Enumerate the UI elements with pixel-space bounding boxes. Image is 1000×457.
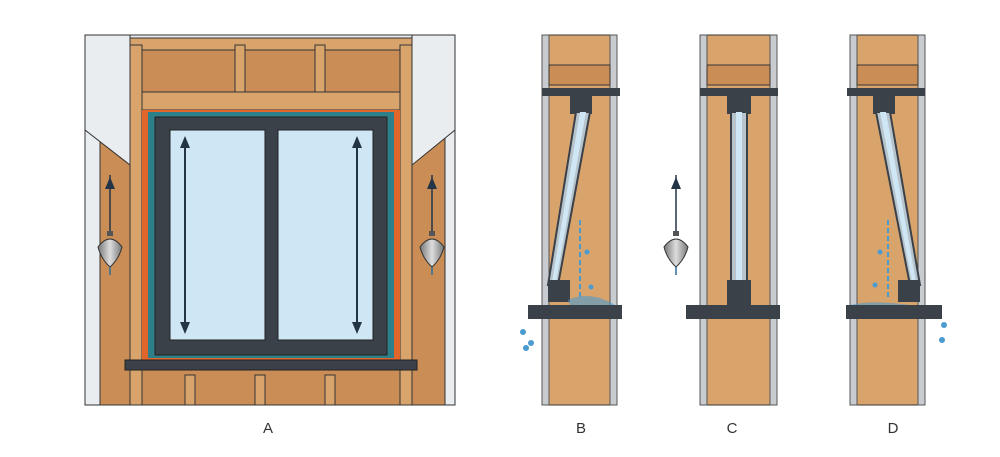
panel-a-window-elevation [84, 34, 456, 406]
panel-b-section-tilted-out [520, 34, 622, 406]
plumb-bob-icon [662, 173, 690, 277]
panel-d-section-tilted-in [846, 34, 947, 406]
label-c: C [726, 420, 738, 437]
panel-c-section-plumb [662, 34, 780, 406]
label-d: D [887, 420, 899, 437]
label-b: B [575, 420, 586, 437]
label-a: A [262, 420, 273, 437]
